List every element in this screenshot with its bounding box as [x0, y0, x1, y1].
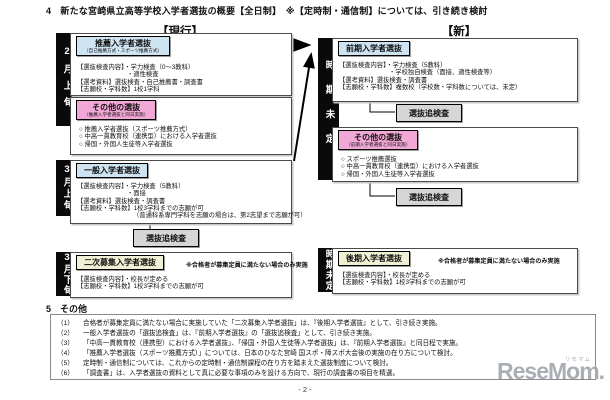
tsuikensa-current: 選抜追検査	[133, 229, 199, 247]
detail-line: 【選抜検査内容】・学力検査（5教科）	[77, 183, 185, 190]
detail-line: 【選抜検査内容】・校長が定める	[77, 276, 169, 283]
note-row: （2） 一般入学者選抜の「選抜追検査」は、『前期入学者選抜』の「選抜追検査」とし…	[57, 329, 589, 339]
note-number: （4）	[57, 350, 74, 357]
zenki-details: 【選抜検査内容】・学力検査（5教科） ・学校独自検査（面接、適性検査等） 【選考…	[339, 62, 521, 91]
chip-suisen-subtitle: （自己推薦方式・スポーツ推薦方式）	[84, 48, 163, 54]
detail-line: ・適性検査	[127, 71, 159, 79]
note-number: （5）	[57, 360, 74, 367]
note-text: 合格者が募集定員に満たない場合に実施していた「二次募集入学者選抜」は、『後期入学…	[83, 320, 442, 327]
detail-line: 【志願校・学科数】1校3学科までの志願が可	[77, 204, 204, 212]
connector-sonota-tsuikensa	[369, 180, 395, 197]
chip-sonota-title: その他の選抜	[92, 103, 141, 112]
chip-kouki: 後期入学者選抜	[338, 251, 410, 267]
chip-niji: 二次募集入学者選抜	[76, 255, 164, 271]
note-text: 定時制・通信制については、これからの定時制・通信制課程の在り方を踏まえた選抜制度…	[83, 360, 393, 367]
note-row: （4） 「推薦入学者選抜（スポーツ推薦方式）」については、日本のひなた宮崎 国ス…	[57, 349, 589, 359]
kouki-note: ※合格者が募集定員に満たない場合のみ実施	[438, 258, 560, 265]
bullet-item: ○ 中高一貫教育校（連携型）における入学者選抜	[341, 163, 479, 171]
detail-line: 【選抜検査内容】・校長が定める	[339, 272, 431, 279]
watermark-logo-text: ReseMom.	[497, 358, 605, 384]
bullet-item: ○ 中高一貫教育校（連携型）における入学者選抜	[79, 133, 217, 141]
sonota-new-items: ○ スポーツ推薦選抜 ○ 中高一貫教育校（連携型）における入学者選抜 ○ 帰国・…	[341, 156, 479, 178]
niji-note: ※合格者が募集定員に満たない場合のみ実施	[186, 262, 308, 269]
tsuikensa-sonota-new: 選抜追検査	[396, 188, 462, 206]
note-number: （3）	[57, 340, 74, 347]
detail-line: 【選抜検査内容】・学力検査（5教科）	[339, 62, 447, 69]
note-row: （5） 定時制・通信制については、これからの定時制・通信制課程の在り方を踏まえた…	[57, 359, 589, 369]
page-number: - 2 -	[298, 385, 312, 394]
chip-ippan: 一般入学者選抜	[76, 163, 148, 179]
ippan-details: 【選抜検査内容】・学力検査（5教科） ・面接 【選考資料】選抜検査・調査書 【志…	[77, 183, 307, 219]
detail-line: 【選考資料】選抜検査・調査書	[77, 197, 166, 205]
chip-suisen: 推薦入学者選抜 （自己推薦方式・スポーツ推薦方式）	[76, 36, 171, 57]
resemom-watermark: リセマム ReseMom.	[497, 356, 605, 388]
detail-line: ・面接	[127, 190, 146, 198]
note-row: （1） 合格者が募集定員に満たない場合に実施していた「二次募集入学者選抜」は、『…	[57, 319, 589, 329]
bullet-item: ○ 帰国・外国人生徒等入学者選抜	[341, 170, 435, 178]
chip-sonota-new-title: その他の選抜	[354, 133, 403, 142]
note-row: （6） 「調査書」は、入学者選抜の資料として真に必要な事項のみを設ける方向で、現…	[57, 369, 589, 379]
chip-zenki: 前期入学者選抜	[338, 41, 410, 57]
note-text: 一般入学者選抜の「選抜追検査」は、『前期入学者選抜』の「選抜追検査」として、引き…	[83, 330, 376, 337]
detail-line: ・学校独自検査（面接、適性検査等）	[389, 69, 497, 77]
bullet-item: ○ 帰国・外国人生徒等入学者選抜	[79, 140, 173, 148]
note-number: （1）	[57, 320, 74, 327]
note-number: （6）	[57, 370, 74, 377]
watermark-ruby: リセマム	[564, 357, 591, 363]
sonota-current-items: ○ 推薦入学者選抜（スポーツ推薦方式） ○ 中高一貫教育校（連携型）における入学…	[79, 126, 217, 148]
chip-sonota-current: その他の選抜 （推薦入学者選抜と同日実施）	[76, 100, 157, 121]
chip-zenki-title: 前期入学者選抜	[346, 44, 402, 53]
bullet-item: ○ 推薦入学者選抜（スポーツ推薦方式）	[79, 126, 192, 133]
detail-line: 【志願校・学科数】複数校（学校数・学科数については、未定）	[339, 83, 522, 91]
detail-line: 【選考資料】選抜検査・自己推薦書・調査書	[77, 78, 203, 86]
suisen-details: 【選抜検査内容】・学力検査（0～3教科） ・適性検査 【選考資料】選抜検査・自己…	[77, 64, 203, 93]
chip-sonota-subtitle: （推薦入学者選抜と同日実施）	[84, 112, 149, 118]
note-text: 「推薦入学者選抜（スポーツ推薦方式）」については、日本のひなた宮崎 国スポ・障ス…	[83, 350, 457, 357]
column-header-new: 【新】	[441, 26, 477, 38]
note-row: （3） 「中高一貫教育校（連携型）における入学者選抜」、「帰国・外国人生徒等入学…	[57, 339, 589, 349]
chip-niji-title: 二次募集入学者選抜	[84, 258, 156, 267]
chip-sonota-new-subtitle: （前期入学者選抜と同日実施）	[346, 142, 411, 148]
detail-line: 【選考資料】選抜検査・調査書	[339, 76, 428, 84]
notes-box: （1） 合格者が募集定員に満たない場合に実施していた「二次募集入学者選抜」は、『…	[50, 314, 596, 380]
detail-line: 【志願校・学科数】1校3学科までの志願が可	[77, 283, 204, 291]
bullet-item: ○ スポーツ推薦選抜	[341, 156, 397, 163]
detail-line: （普通科系専門学科を志願の場合は、第2志望まで志願が可）	[133, 212, 307, 220]
niji-details: 【選抜検査内容】・校長が定める 【志願校・学科数】1校3学科までの志願が可	[77, 276, 204, 291]
note-text: 「調査書」は、入学者選抜の資料として真に必要な事項のみを設ける方向で、現行の調査…	[83, 370, 400, 377]
detail-line: 【志願校・学科数】1校1学科	[77, 85, 160, 93]
page-title: 4 新たな宮崎県立高等学校入学者選抜の概要【全日制】 ※【定時制・通信制】につい…	[46, 6, 488, 16]
arrow-ippan-to-zenki	[293, 52, 315, 162]
note-text: 「中高一貫教育校（連携型）における入学者選抜」、「帰国・外国人生徒等入学者選抜」…	[83, 340, 463, 347]
section5-title: 5 その他	[46, 304, 88, 314]
chip-ippan-title: 一般入学者選抜	[84, 166, 140, 175]
tsuikensa-zenki: 選抜追検査	[396, 104, 462, 122]
detail-line: 【選抜検査内容】・学力検査（0～3教科）	[77, 64, 195, 71]
note-number: （2）	[57, 330, 74, 337]
chip-kouki-title: 後期入学者選抜	[346, 254, 402, 263]
detail-line: 【志願校・学科数】1校3学科までの志願が可	[339, 279, 466, 287]
chip-sonota-new: その他の選抜 （前期入学者選抜と同日実施）	[338, 130, 419, 151]
chip-suisen-title: 推薦入学者選抜	[95, 39, 151, 48]
kouki-details: 【選抜検査内容】・校長が定める 【志願校・学科数】1校3学科までの志願が可	[339, 272, 466, 287]
